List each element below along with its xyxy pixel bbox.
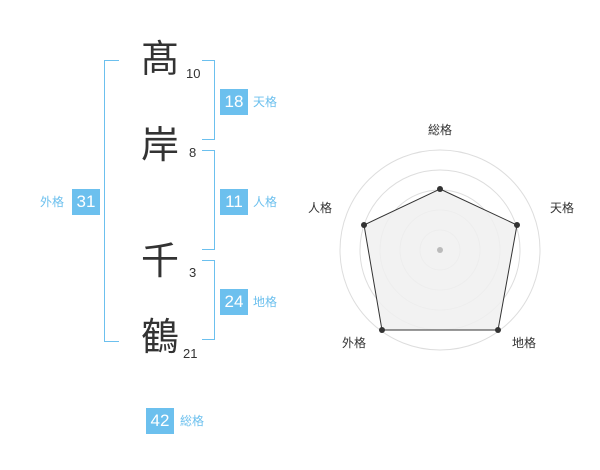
stroke-count-4: 21 (183, 346, 198, 361)
chikaku-bracket (202, 260, 215, 340)
soukaku-label: 総格 (180, 414, 205, 428)
gaikaku-value: 31 (72, 189, 100, 215)
chikaku-label: 地格 (253, 295, 278, 309)
stroke-count-3: 3 (189, 265, 197, 280)
radar-label-right: 天格 (550, 200, 574, 215)
radar-point-jinkaku (361, 222, 367, 228)
name-char-1: 髙 (141, 37, 180, 81)
tenkaku-bracket (202, 60, 215, 140)
radar-label-top: 総格 (428, 122, 452, 137)
jinkaku-label: 人格 (253, 195, 278, 209)
radar-point-tenkaku (514, 222, 520, 228)
stroke-count-2: 8 (189, 145, 197, 160)
radar-point-chikaku (495, 327, 501, 333)
jinkaku-value: 11 (220, 189, 248, 215)
name-char-4: 鶴 (141, 315, 180, 359)
gaikaku-bracket (104, 60, 119, 342)
radar-label-bottom-left: 外格 (342, 335, 366, 350)
tenkaku-value: 18 (220, 89, 248, 115)
jinkaku-bracket (202, 150, 215, 250)
tenkaku-label: 天格 (253, 95, 278, 109)
radar-shape (363, 188, 518, 331)
stroke-count-1: 10 (186, 66, 201, 81)
chikaku-value: 24 (220, 289, 248, 315)
radar-point-soukaku (437, 186, 443, 192)
radar-center (437, 247, 443, 253)
radar-label-bottom-right: 地格 (512, 335, 536, 350)
soukaku-value: 42 (146, 408, 174, 434)
name-char-2: 岸 (141, 123, 180, 167)
radar-point-gaikaku (379, 327, 385, 333)
name-char-3: 千 (141, 239, 180, 283)
radar-label-left: 人格 (308, 200, 332, 215)
gaikaku-label: 外格 (40, 195, 65, 209)
